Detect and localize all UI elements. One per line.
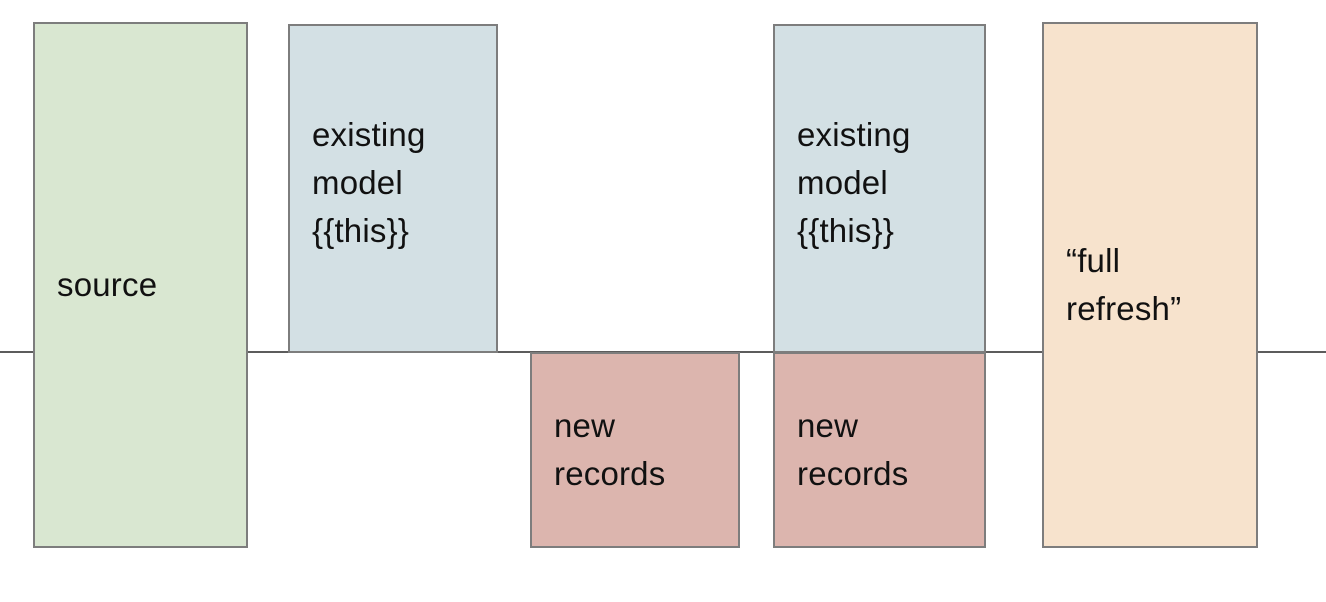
box-full-refresh-label: “full refresh”	[1066, 242, 1182, 327]
box-new-records-2[interactable]: new records	[773, 352, 986, 548]
box-existing-model-2-label: existing model {{this}}	[797, 116, 911, 249]
box-new-records-1[interactable]: new records	[530, 352, 740, 548]
box-source[interactable]: source	[33, 22, 248, 548]
box-existing-model-1[interactable]: existing model {{this}}	[288, 24, 498, 353]
box-existing-model-2[interactable]: existing model {{this}}	[773, 24, 986, 353]
box-source-label: source	[57, 266, 158, 304]
box-new-records-1-label: new records	[554, 407, 666, 492]
box-existing-model-1-label: existing model {{this}}	[312, 116, 426, 249]
box-new-records-2-label: new records	[797, 407, 909, 492]
box-full-refresh[interactable]: “full refresh”	[1042, 22, 1258, 548]
